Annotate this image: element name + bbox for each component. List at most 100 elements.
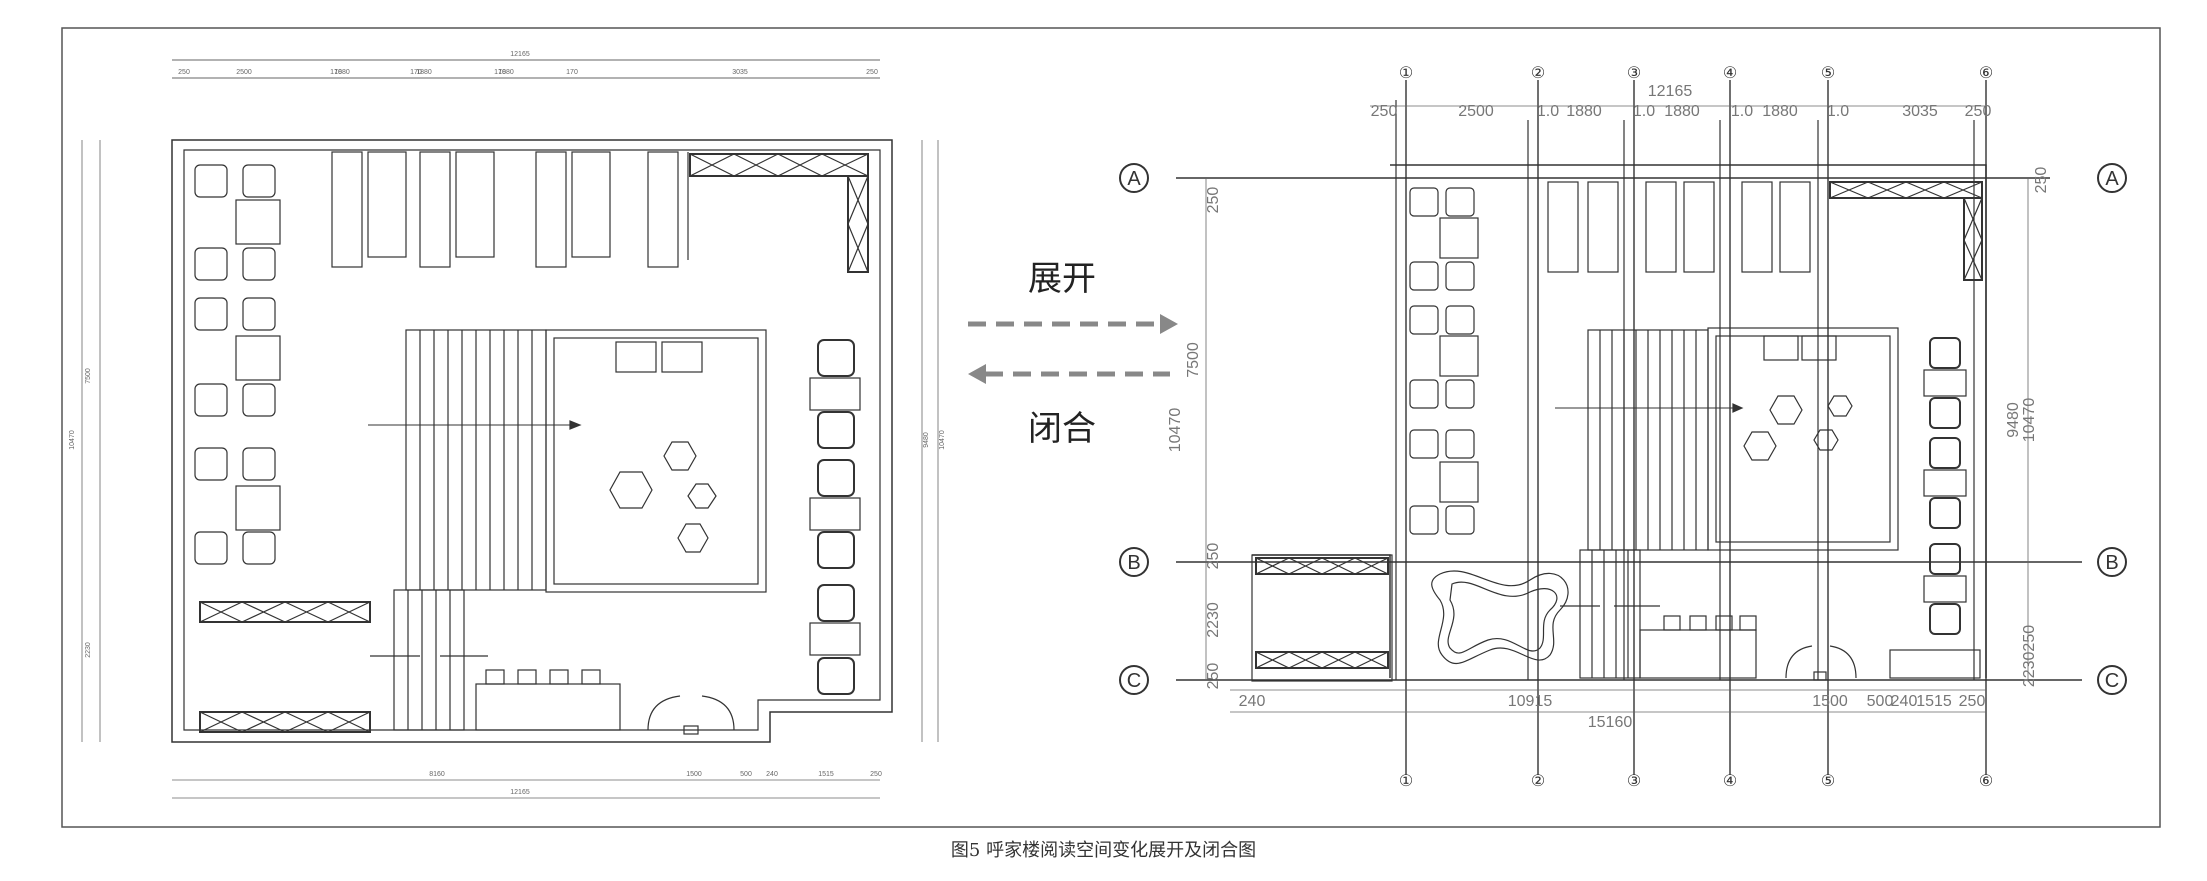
right-top-dimension: 1.0 [1731,103,1753,120]
right-central-room [1707,327,1899,551]
axis-number-top: ① [1399,65,1413,82]
axis-number-bottom: ⑤ [1821,773,1835,790]
right-plan-axes: ① ② ③ ④ ⑤ ⑥ ① ② ③ ④ ⑤ ⑥ [1399,65,1993,790]
svg-text:250: 250 [2033,167,2050,194]
left-right-seating [809,339,861,695]
right-stair-block [1555,329,1744,551]
svg-text:2230250: 2230250 [2021,625,2038,687]
svg-text:250: 250 [1205,663,1222,690]
axis-number-bottom: ④ [1723,773,1737,790]
svg-text:10470: 10470 [939,430,946,450]
right-top-dimension: 250 [1965,103,1992,120]
svg-text:9480: 9480 [2005,402,2022,438]
axis-letter: A [2105,168,2119,190]
svg-text:250: 250 [1959,693,1986,710]
svg-text:1500: 1500 [686,771,702,778]
right-top-dimension: 1.0 [1827,103,1849,120]
axis-letter: A [1127,168,1141,190]
svg-text:2230: 2230 [1205,602,1222,638]
right-right-seating [1923,337,1967,635]
svg-text:250: 250 [1205,187,1222,214]
right-plan-dimensions: 12165 240 10915 1500 500 240 1515 250 15… [1167,83,2050,731]
axis-number-top: ② [1531,65,1545,82]
right-truss-top [1829,181,1983,281]
right-top-dimension: 1.0 [1633,103,1655,120]
right-lower-stair [1560,549,1660,679]
right-seating-column [1409,187,1479,535]
axis-letter-bubble [1119,547,1149,577]
svg-text:12165: 12165 [510,51,530,58]
right-top-dimension: 1880 [1762,103,1798,120]
axis-number-top: ③ [1627,65,1641,82]
left-outer-wall [171,139,893,743]
axis-number-top: ⑤ [1821,65,1835,82]
right-outer-wall [1252,164,1987,678]
left-top-dimension: 1880 [334,69,350,76]
left-seating-column [194,164,281,565]
left-entrance-door [647,695,735,735]
left-top-shelves [331,151,689,268]
svg-text:7500: 7500 [85,368,92,384]
svg-text:10470: 10470 [1167,408,1184,453]
left-inner-wall [183,149,881,731]
axis-letter: B [1127,552,1140,574]
left-floor-plan [171,59,893,743]
svg-text:240: 240 [1891,693,1918,710]
svg-text:9480: 9480 [923,432,930,448]
svg-text:1515: 1515 [1916,693,1952,710]
left-truss-bottom [199,601,371,733]
floor-plan-figure: 12165 8160 1500 500 240 1515 250 12165 7… [61,27,2161,828]
close-label: 闭合 [1028,409,1096,449]
left-top-dimension: 250 [866,69,878,76]
right-top-shelves [1547,181,1811,273]
left-plan-dimensions: 12165 8160 1500 500 240 1515 250 12165 7… [69,51,946,796]
right-top-dimension: 250 [1371,103,1398,120]
left-lower-stair [370,589,488,731]
left-central-room [545,329,767,593]
left-stair-block [368,329,582,591]
left-top-dimension: 2500 [236,69,252,76]
svg-text:10915: 10915 [1508,693,1553,710]
svg-text:500: 500 [1867,693,1894,710]
left-top-dimension: 1880 [416,69,432,76]
axis-letter-bubble [2097,547,2127,577]
left-counter [475,683,621,731]
right-floor-plan [1176,80,2082,775]
axis-number-top: ④ [1723,65,1737,82]
svg-text:7500: 7500 [1185,342,1202,378]
right-hexagon [1743,431,1777,461]
axis-letter-bubble [2097,665,2127,695]
svg-text:240: 240 [766,771,778,778]
close-arrowhead [968,364,986,384]
axis-letter: C [1127,670,1141,692]
svg-text:250: 250 [1205,543,1222,570]
left-top-dimension: 3035 [732,69,748,76]
axis-letter-bubble [1119,163,1149,193]
right-top-dimension: 1880 [1664,103,1700,120]
axis-number-bottom: ① [1399,773,1413,790]
right-top-dimension: 1.0 [1537,103,1559,120]
right-freeform-bench [1431,570,1569,665]
svg-text:500: 500 [740,771,752,778]
axis-number-bottom: ⑥ [1979,773,1993,790]
axis-letter: B [2105,552,2118,574]
svg-text:12165: 12165 [1648,83,1693,100]
axis-number-top: ⑥ [1979,65,1993,82]
right-top-dimension: 3035 [1902,103,1938,120]
figure-caption: 图5 呼家楼阅读空间变化展开及闭合图 [950,840,1257,861]
left-top-dimension: 170 [410,69,422,76]
right-entrance-door [1785,645,1857,681]
svg-text:15160: 15160 [1588,714,1633,731]
expand-label: 展开 [1028,259,1096,299]
left-top-dimension: 170 [330,69,342,76]
svg-text:10470: 10470 [69,430,76,450]
transition-indicator: 展开 闭合 [968,259,1178,449]
expand-arrowhead [1160,314,1178,334]
axis-number-bottom: ③ [1627,773,1641,790]
svg-text:2230: 2230 [85,642,92,658]
svg-text:240: 240 [1239,693,1266,710]
axis-number-bottom: ② [1531,773,1545,790]
